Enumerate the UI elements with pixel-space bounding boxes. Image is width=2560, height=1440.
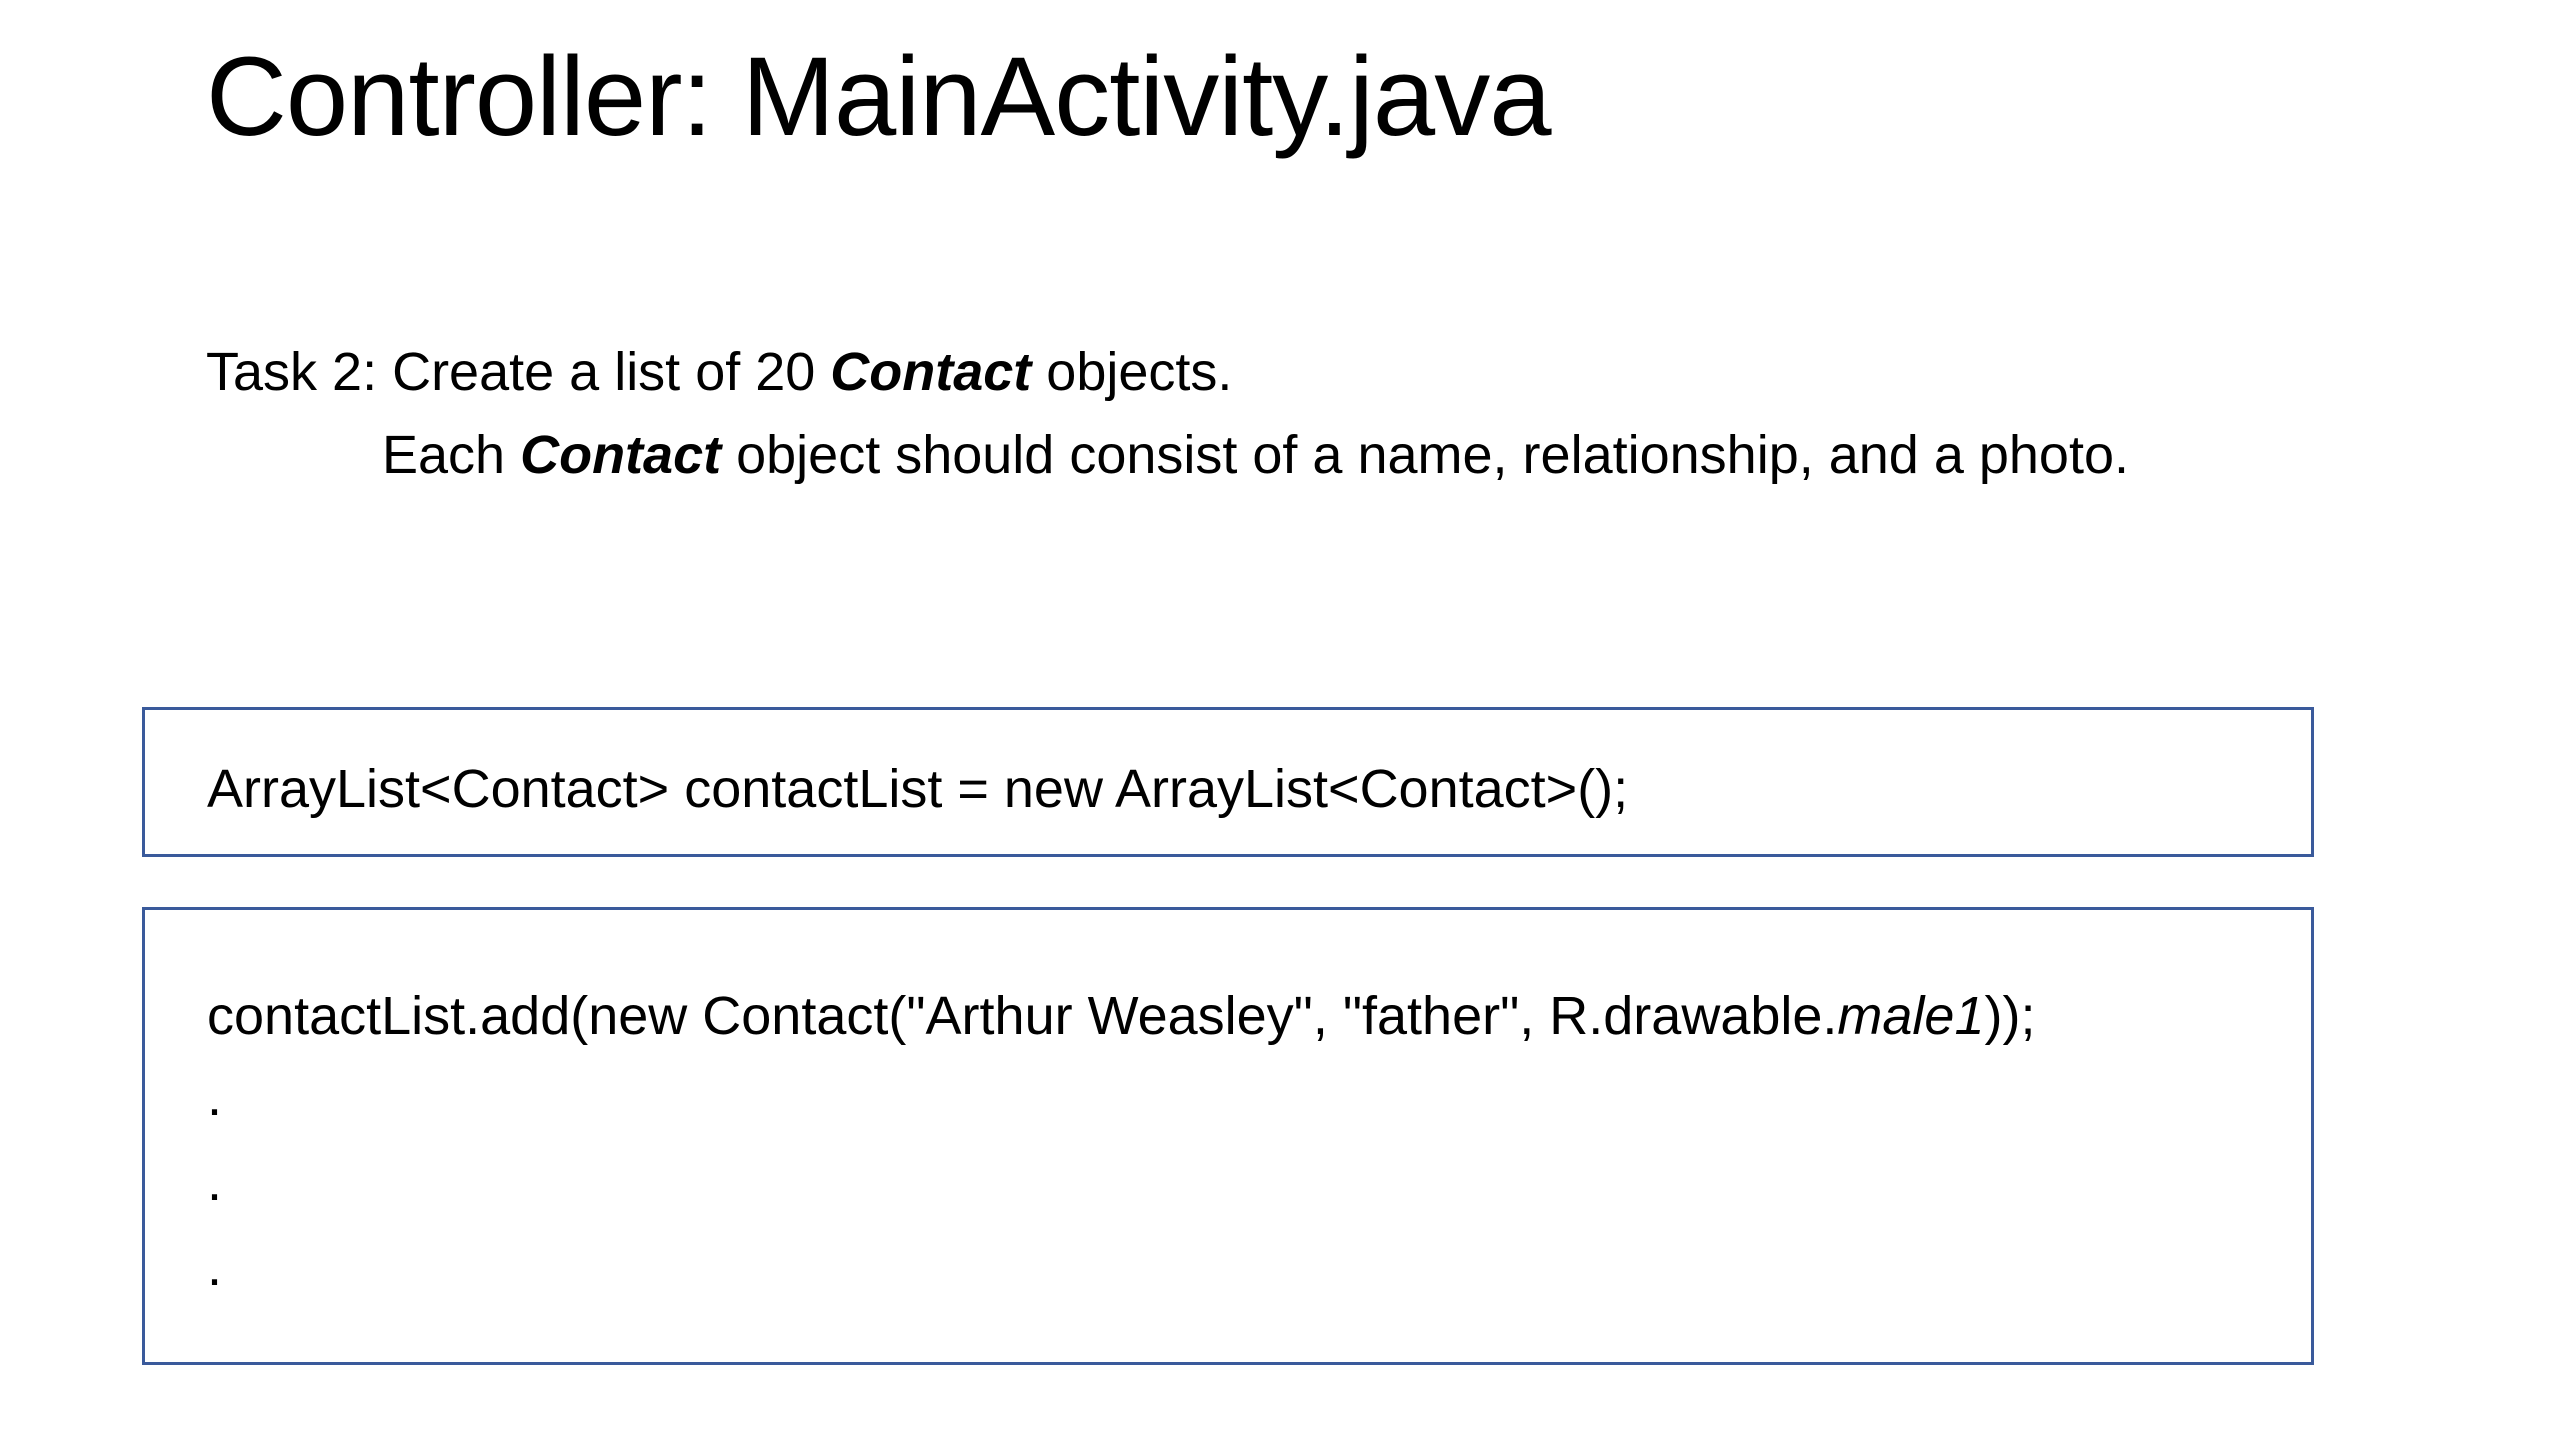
code-add-prefix: contactList.add(new Contact("Arthur Weas…	[207, 986, 1838, 1046]
code-add-suffix: ));	[1984, 986, 2036, 1046]
code-line-arraylist-declaration: ArrayList<Contact> contactList = new Arr…	[207, 759, 1629, 819]
ellipsis-dot: .	[207, 1152, 223, 1212]
task-line1-suffix: objects.	[1031, 342, 1233, 402]
slide-title: Controller: MainActivity.java	[206, 34, 1551, 159]
task-line1-prefix: Task 2: Create a list of 20	[206, 342, 831, 402]
task-line2-emphasis: Contact	[520, 425, 722, 485]
task-description-line-2: Each Contact object should consist of a …	[382, 423, 2129, 488]
ellipsis-dot: .	[207, 1067, 223, 1127]
code-box-declaration: ArrayList<Contact> contactList = new Arr…	[142, 707, 2314, 857]
task-line1-emphasis: Contact	[830, 342, 1032, 402]
task-line2-prefix: Each	[382, 425, 521, 485]
code-line-add-contact: contactList.add(new Contact("Arthur Weas…	[207, 984, 2035, 1049]
task-description-line-1: Task 2: Create a list of 20 Contact obje…	[206, 340, 1232, 405]
task-line2-suffix: object should consist of a name, relatio…	[721, 425, 2129, 485]
code-add-drawable-name: male1	[1837, 986, 1985, 1046]
code-box-add-contacts: contactList.add(new Contact("Arthur Weas…	[142, 907, 2314, 1365]
ellipsis-dot: .	[207, 1237, 223, 1297]
